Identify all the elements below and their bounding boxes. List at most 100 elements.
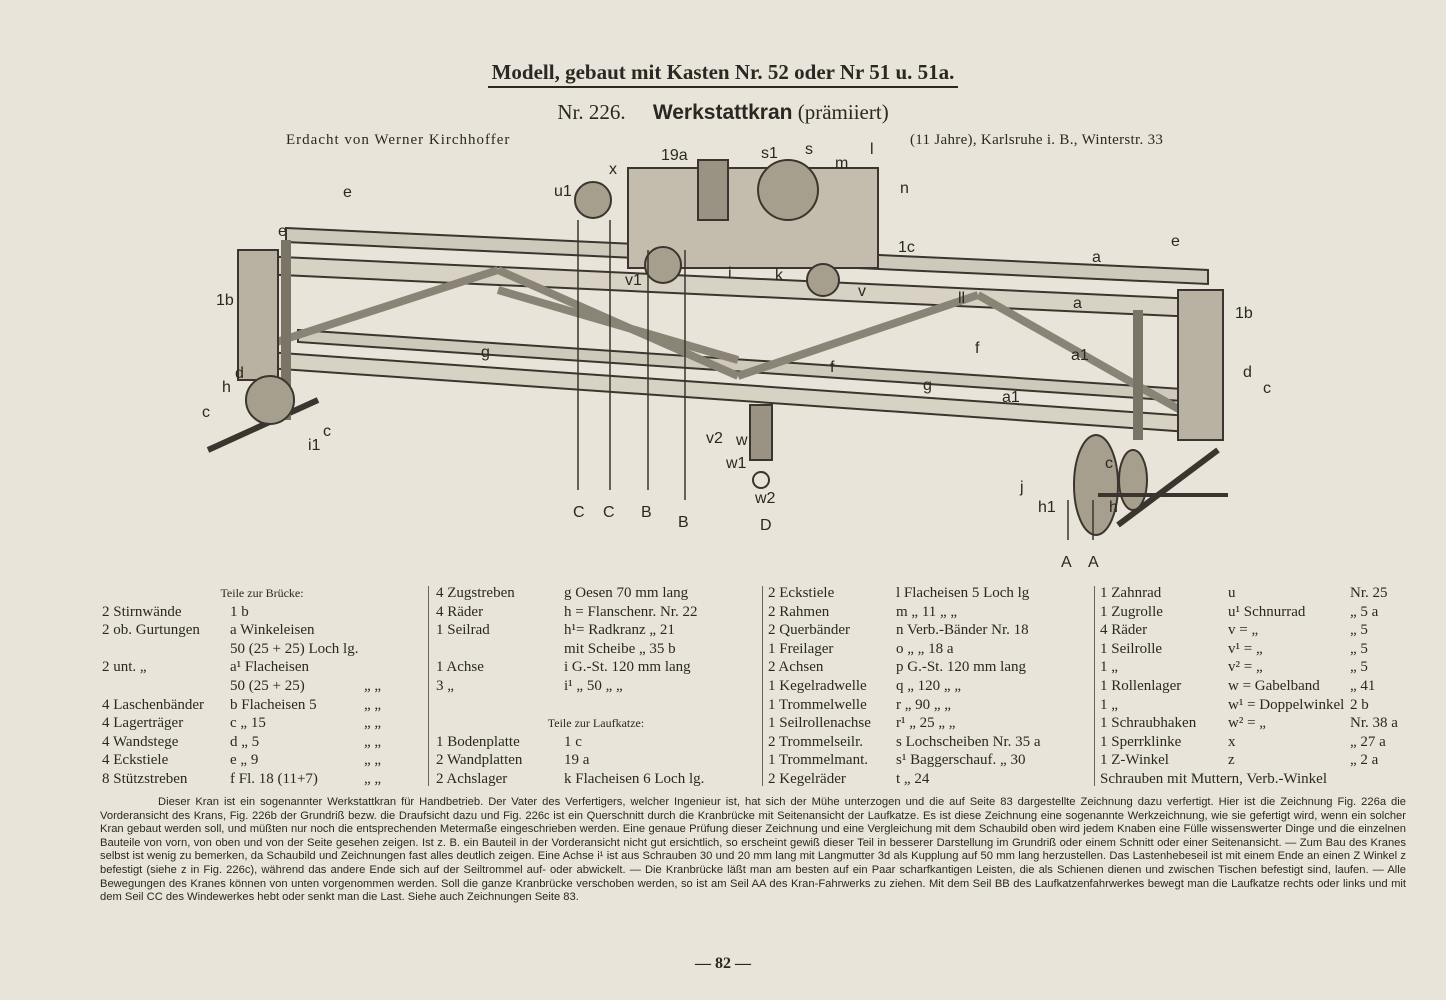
- part-quantity-name: 1 Rollenlager: [1100, 677, 1182, 694]
- parts-row: Schrauben mit Muttern, Verb.-Winkel: [1100, 770, 1410, 789]
- part-quantity-name: 4 Zugstreben: [436, 585, 515, 601]
- part-spec: i¹ „ 50 „ „: [564, 677, 623, 694]
- label-C1: C: [573, 504, 585, 521]
- part-quantity-name: 2 unt. „: [102, 659, 147, 676]
- part-number: „ „: [364, 752, 382, 769]
- part-spec: w¹ = Doppelwinkel: [1228, 696, 1345, 713]
- part-spec: mit Scheibe „ 35 b: [564, 640, 676, 657]
- part-spec: x: [1228, 733, 1236, 750]
- part-quantity-name: 8 Stützstreben: [102, 770, 188, 787]
- parts-row: mit Scheibe „ 35 b: [436, 640, 756, 659]
- label-s: s: [805, 141, 813, 158]
- model-number: Nr. 226.: [557, 100, 626, 124]
- part-quantity-name: 2 Achsen: [768, 659, 824, 676]
- part-quantity-name: 1 „: [1100, 696, 1118, 713]
- label-i1: i1: [308, 437, 321, 454]
- part-number: Nr. 25: [1350, 585, 1388, 601]
- column-heading: Teile zur Laufkatze:: [547, 716, 645, 731]
- part-number: „ 5 a: [1350, 603, 1379, 620]
- label-c-left2: c: [323, 423, 331, 440]
- label-f: f: [975, 340, 980, 357]
- part-quantity-name: 1 Freilager: [768, 640, 834, 657]
- part-quantity-name: 4 Laschenbänder: [102, 696, 205, 713]
- part-spec: q „ 120 „ „: [896, 677, 961, 694]
- part-number: „ „: [364, 715, 382, 732]
- label-g-left: g: [481, 344, 490, 361]
- part-number: „ 5: [1350, 640, 1368, 657]
- label-e-left: e: [343, 184, 352, 201]
- part-spec: 50 (25 + 25): [230, 677, 305, 694]
- label-A1: A: [1061, 554, 1072, 571]
- part-spec: w² = „: [1228, 715, 1266, 732]
- part-spec: w = Gabelband: [1228, 677, 1320, 694]
- label-k: k: [775, 267, 784, 284]
- part-number: „ „: [364, 696, 382, 713]
- label-e-right: e: [1171, 233, 1180, 250]
- label-d-left: d: [235, 365, 244, 382]
- label-a: a: [1092, 249, 1101, 266]
- parts-row: 1 Bodenplatte 1 c: [436, 733, 756, 752]
- part-quantity-name: 1 Seilrollenachse: [768, 715, 871, 732]
- column-heading: Teile zur Brücke:: [220, 586, 304, 600]
- part-quantity-name: 3 „: [436, 677, 454, 694]
- label-i: i: [728, 265, 732, 282]
- label-n: n: [900, 180, 909, 197]
- part-number: 2 b: [1350, 696, 1369, 713]
- part-quantity-name: 1 Sperrklinke: [1100, 733, 1182, 750]
- parts-row: 1 „ w¹ = Doppelwinkel 2 b: [1100, 696, 1410, 715]
- part-spec: e „ 9: [230, 752, 259, 769]
- part-spec: h¹= Radkranz „ 21: [564, 622, 675, 639]
- part-quantity-name: 1 Bodenplatte: [436, 733, 520, 750]
- page-number: — 82 —: [695, 955, 751, 972]
- author-address: (11 Jahre), Karlsruhe i. B., Winterstr. …: [910, 132, 1164, 148]
- part-number: „ „: [364, 733, 382, 750]
- label-f-2: f: [830, 359, 835, 376]
- part-spec: a Winkeleisen: [230, 622, 315, 639]
- label-1b-left: 1b: [216, 292, 234, 309]
- part-spec: g Oesen 70 mm lang: [564, 585, 689, 601]
- part-spec: b Flacheisen 5: [230, 696, 317, 713]
- parts-row: 4 Zugstreben g Oesen 70 mm lang: [436, 584, 756, 603]
- label-c-right2: c: [1105, 455, 1113, 472]
- label-B2: B: [678, 514, 689, 531]
- part-spec: o „ „ 18 a: [896, 640, 954, 657]
- parts-row: 50 (25 + 25)„ „: [102, 677, 422, 696]
- part-spec: 1 c: [564, 733, 582, 750]
- parts-row: 1 „v² = „„ 5: [1100, 658, 1410, 677]
- part-quantity-name: 2 Stirnwände: [102, 603, 182, 620]
- part-spec: v¹ = „: [1228, 640, 1263, 657]
- part-spec: i G.-St. 120 mm lang: [564, 659, 691, 676]
- part-spec: s Lochscheiben Nr. 35 a: [896, 733, 1041, 750]
- parts-row: 4 Laschenbänder b Flacheisen 5 „ „: [102, 696, 422, 715]
- part-quantity-name: 2 Achslager: [436, 770, 508, 787]
- label-C2: C: [603, 504, 615, 521]
- label-h-left: h: [222, 379, 231, 396]
- part-spec: n Verb.-Bänder Nr. 18: [896, 622, 1029, 639]
- label-u1: u1: [554, 183, 572, 200]
- part-spec: s¹ Baggerschauf. „ 30: [896, 752, 1026, 769]
- part-quantity-name: 4 Räder: [1100, 622, 1148, 639]
- part-quantity-name: Schrauben mit Muttern, Verb.-Winkel: [1100, 770, 1327, 787]
- label-x: x: [609, 161, 617, 178]
- label-h1: h1: [1038, 499, 1056, 516]
- part-spec: z: [1228, 752, 1235, 769]
- label-g-right: g: [923, 377, 932, 394]
- parts-row: 1 Trommelmant.s¹ Baggerschauf. „ 30: [768, 751, 1088, 770]
